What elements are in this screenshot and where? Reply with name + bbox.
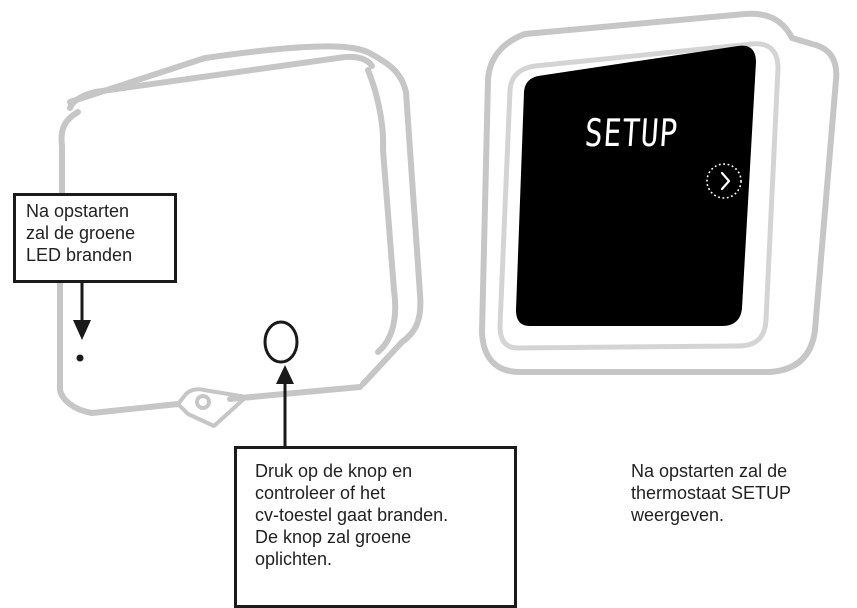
button-callout-line: oplichten.	[255, 549, 333, 569]
chevron-right-icon[interactable]	[706, 163, 742, 199]
receiver-top-face	[67, 53, 399, 355]
setup-caption: Na opstarten zal de thermostaat SETUP we…	[631, 460, 851, 526]
led-callout-line: Na opstarten	[26, 201, 130, 221]
receiver-device	[57, 43, 424, 428]
led-callout: Na opstarten zal de groene LED branden	[13, 193, 177, 283]
button-callout-line: Druk op de knop en	[255, 461, 413, 481]
thermostat-screen	[516, 45, 756, 326]
setup-caption-line: thermostaat SETUP	[631, 483, 792, 503]
thermostat-display-text: SETUP	[583, 111, 679, 156]
receiver-screw	[195, 394, 211, 410]
led-indicator	[76, 354, 84, 362]
button-callout: Druk op de knop en controleer of het cv-…	[234, 446, 517, 608]
button-callout-line: controleer of het	[255, 483, 386, 503]
setup-caption-line: Na opstarten zal de	[631, 461, 788, 481]
arrow-to-led	[73, 283, 91, 340]
receiver-left-edge	[57, 281, 95, 416]
button-callout-line: cv-toestel gaat branden.	[255, 505, 449, 525]
led-callout-line: zal de groene	[26, 223, 136, 243]
setup-caption-line: weergeven.	[631, 505, 725, 525]
receiver-bottom-clip	[176, 387, 248, 428]
receiver-outer-shell	[58, 43, 424, 387]
thermostat-device: SETUP	[479, 10, 840, 375]
button-callout-line: De knop zal groene	[255, 527, 412, 547]
receiver-bottom-edge	[89, 384, 363, 416]
arrow-to-button	[276, 365, 294, 446]
led-callout-line: LED branden	[26, 245, 133, 265]
boiler-button[interactable]	[263, 320, 299, 364]
